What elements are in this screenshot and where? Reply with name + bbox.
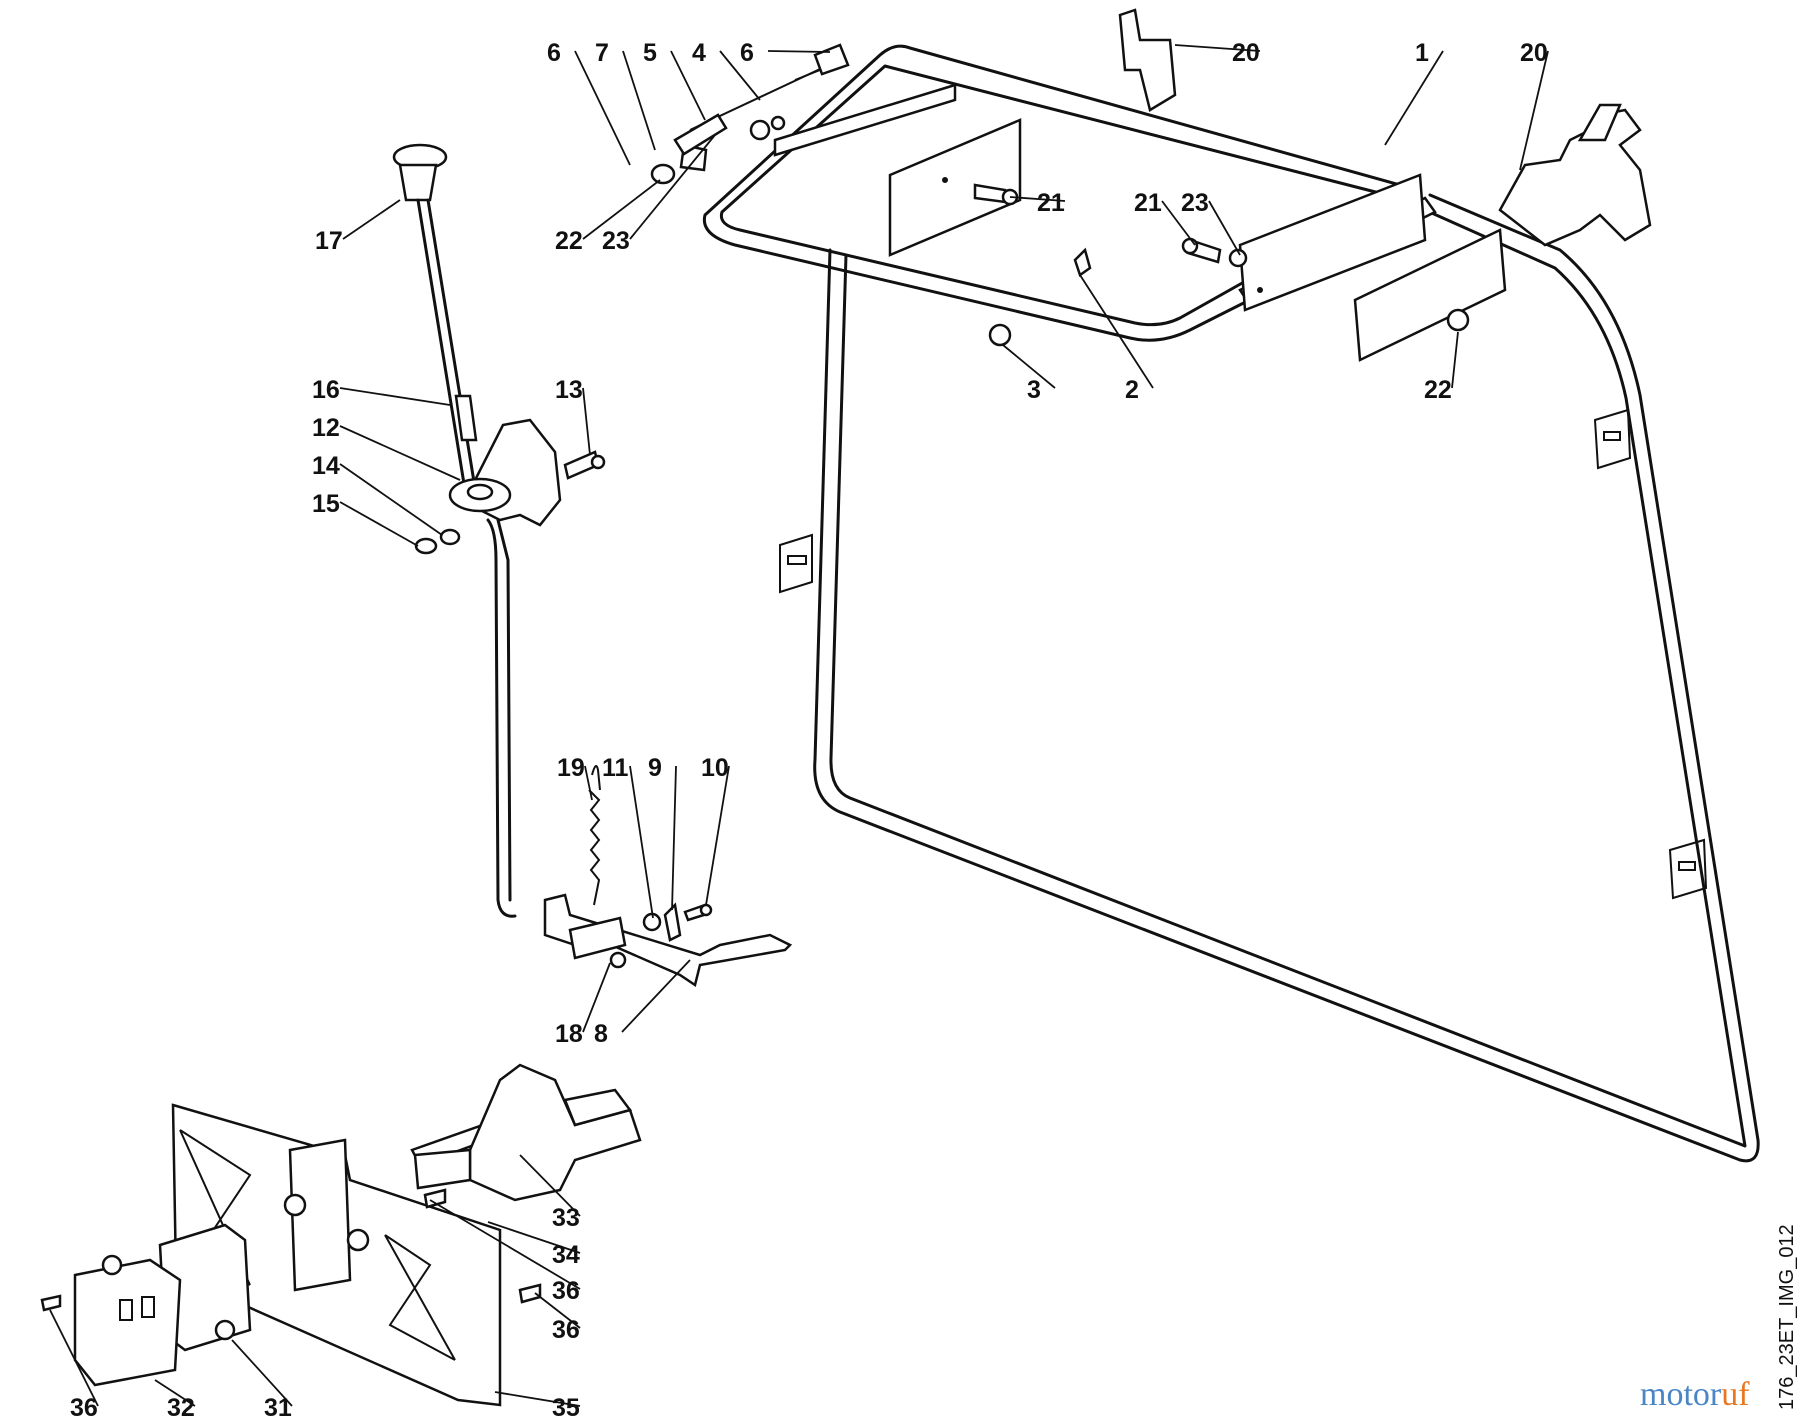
lever-assembly: [392, 143, 606, 918]
callout-label-33: 33: [552, 1204, 580, 1232]
callout-leader-22: [582, 179, 661, 240]
callout-label-7: 7: [595, 39, 609, 67]
callout-label-36: 36: [552, 1316, 580, 1344]
callout-leader-20: [1174, 44, 1261, 52]
callout-label-35: 35: [552, 1394, 580, 1419]
callout-leader-20: [1519, 50, 1549, 171]
callout-leader-10: [705, 765, 730, 906]
callout-label-6: 6: [547, 39, 561, 67]
watermark-part-1: motor: [1640, 1376, 1722, 1413]
callout-leader-18: [582, 962, 611, 1033]
callout-label-1: 1: [1415, 39, 1429, 67]
spring-rod-assembly: [650, 43, 850, 185]
frame-hardware: [973, 183, 1470, 347]
callout-label-5: 5: [643, 39, 657, 67]
callout-leader-8: [621, 959, 691, 1033]
callout-leader-36: [49, 1309, 99, 1407]
callout-label-21: 21: [1037, 189, 1065, 217]
callout-leader-36: [429, 1199, 581, 1290]
callout-leader-16: [339, 387, 451, 406]
callout-label-4: 4: [692, 39, 706, 67]
callout-leader-21: [1009, 196, 1066, 202]
callout-label-20: 20: [1232, 39, 1260, 67]
callout-leader-13: [582, 387, 591, 456]
callout-leader-21: [1161, 200, 1196, 246]
callout-label-19: 19: [557, 754, 585, 782]
callout-leader-6: [574, 50, 631, 166]
callout-label-18: 18: [555, 1020, 583, 1048]
callout-label-34: 34: [552, 1241, 580, 1269]
callout-label-21: 21: [1134, 189, 1162, 217]
callout-leader-2: [1079, 274, 1154, 389]
callout-leader-35: [494, 1391, 581, 1407]
callout-label-13: 13: [555, 376, 583, 404]
callout-leader-33: [519, 1154, 581, 1217]
callout-leader-11: [629, 765, 654, 919]
callout-leader-22: [1451, 331, 1459, 389]
callout-leader-34: [487, 1221, 581, 1254]
callout-label-10: 10: [701, 754, 729, 782]
callout-leader-15: [339, 501, 419, 547]
callout-label-36: 36: [552, 1277, 580, 1305]
callout-leaders: [49, 44, 1549, 1407]
linkage-assembly: [543, 765, 793, 988]
watermark-part-2: uf: [1721, 1376, 1750, 1413]
callout-label-12: 12: [312, 414, 340, 442]
callout-leader-12: [339, 425, 461, 481]
drawing-code: 176_23ET_IMG_012: [1776, 1224, 1798, 1410]
callout-label-8: 8: [594, 1020, 608, 1048]
watermark-logo: motoruf: [1640, 1376, 1750, 1413]
callout-leader-23: [629, 134, 716, 240]
callout-label-14: 14: [312, 452, 340, 480]
callout-label-32: 32: [167, 1394, 195, 1419]
callout-leader-9: [671, 765, 677, 911]
callout-leader-17: [342, 199, 401, 240]
hook-brackets: [1118, 8, 1652, 247]
callout-label-22: 22: [555, 227, 583, 255]
mounting-plates: [773, 83, 1507, 362]
callout-label-31: 31: [264, 1394, 292, 1419]
catch-plate-assembly: [40, 1063, 642, 1407]
callout-leader-5: [670, 50, 706, 121]
callout-label-23: 23: [602, 227, 630, 255]
callout-leader-7: [622, 50, 656, 151]
callout-leader-32: [154, 1379, 196, 1407]
callout-label-9: 9: [648, 754, 662, 782]
callout-label-23: 23: [1181, 189, 1209, 217]
callout-leader-4: [719, 50, 761, 101]
callout-label-16: 16: [312, 376, 340, 404]
callout-leader-36: [534, 1292, 581, 1329]
callout-label-3: 3: [1027, 376, 1041, 404]
callout-leader-3: [1002, 344, 1056, 389]
callout-label-22: 22: [1424, 376, 1452, 404]
callout-leader-1: [1384, 50, 1444, 146]
callout-label-11: 11: [602, 754, 629, 782]
callout-leader-31: [231, 1339, 293, 1407]
callout-label-20: 20: [1520, 39, 1548, 67]
callout-leader-19: [584, 765, 593, 801]
callout-label-6: 6: [740, 39, 754, 67]
callout-label-15: 15: [312, 490, 340, 518]
callout-leader-6: [767, 50, 831, 53]
callout-label-17: 17: [315, 227, 343, 255]
callout-label-36: 36: [70, 1394, 98, 1419]
callout-label-2: 2: [1125, 376, 1139, 404]
callout-leader-23: [1208, 200, 1241, 256]
callout-leader-14: [339, 463, 443, 536]
